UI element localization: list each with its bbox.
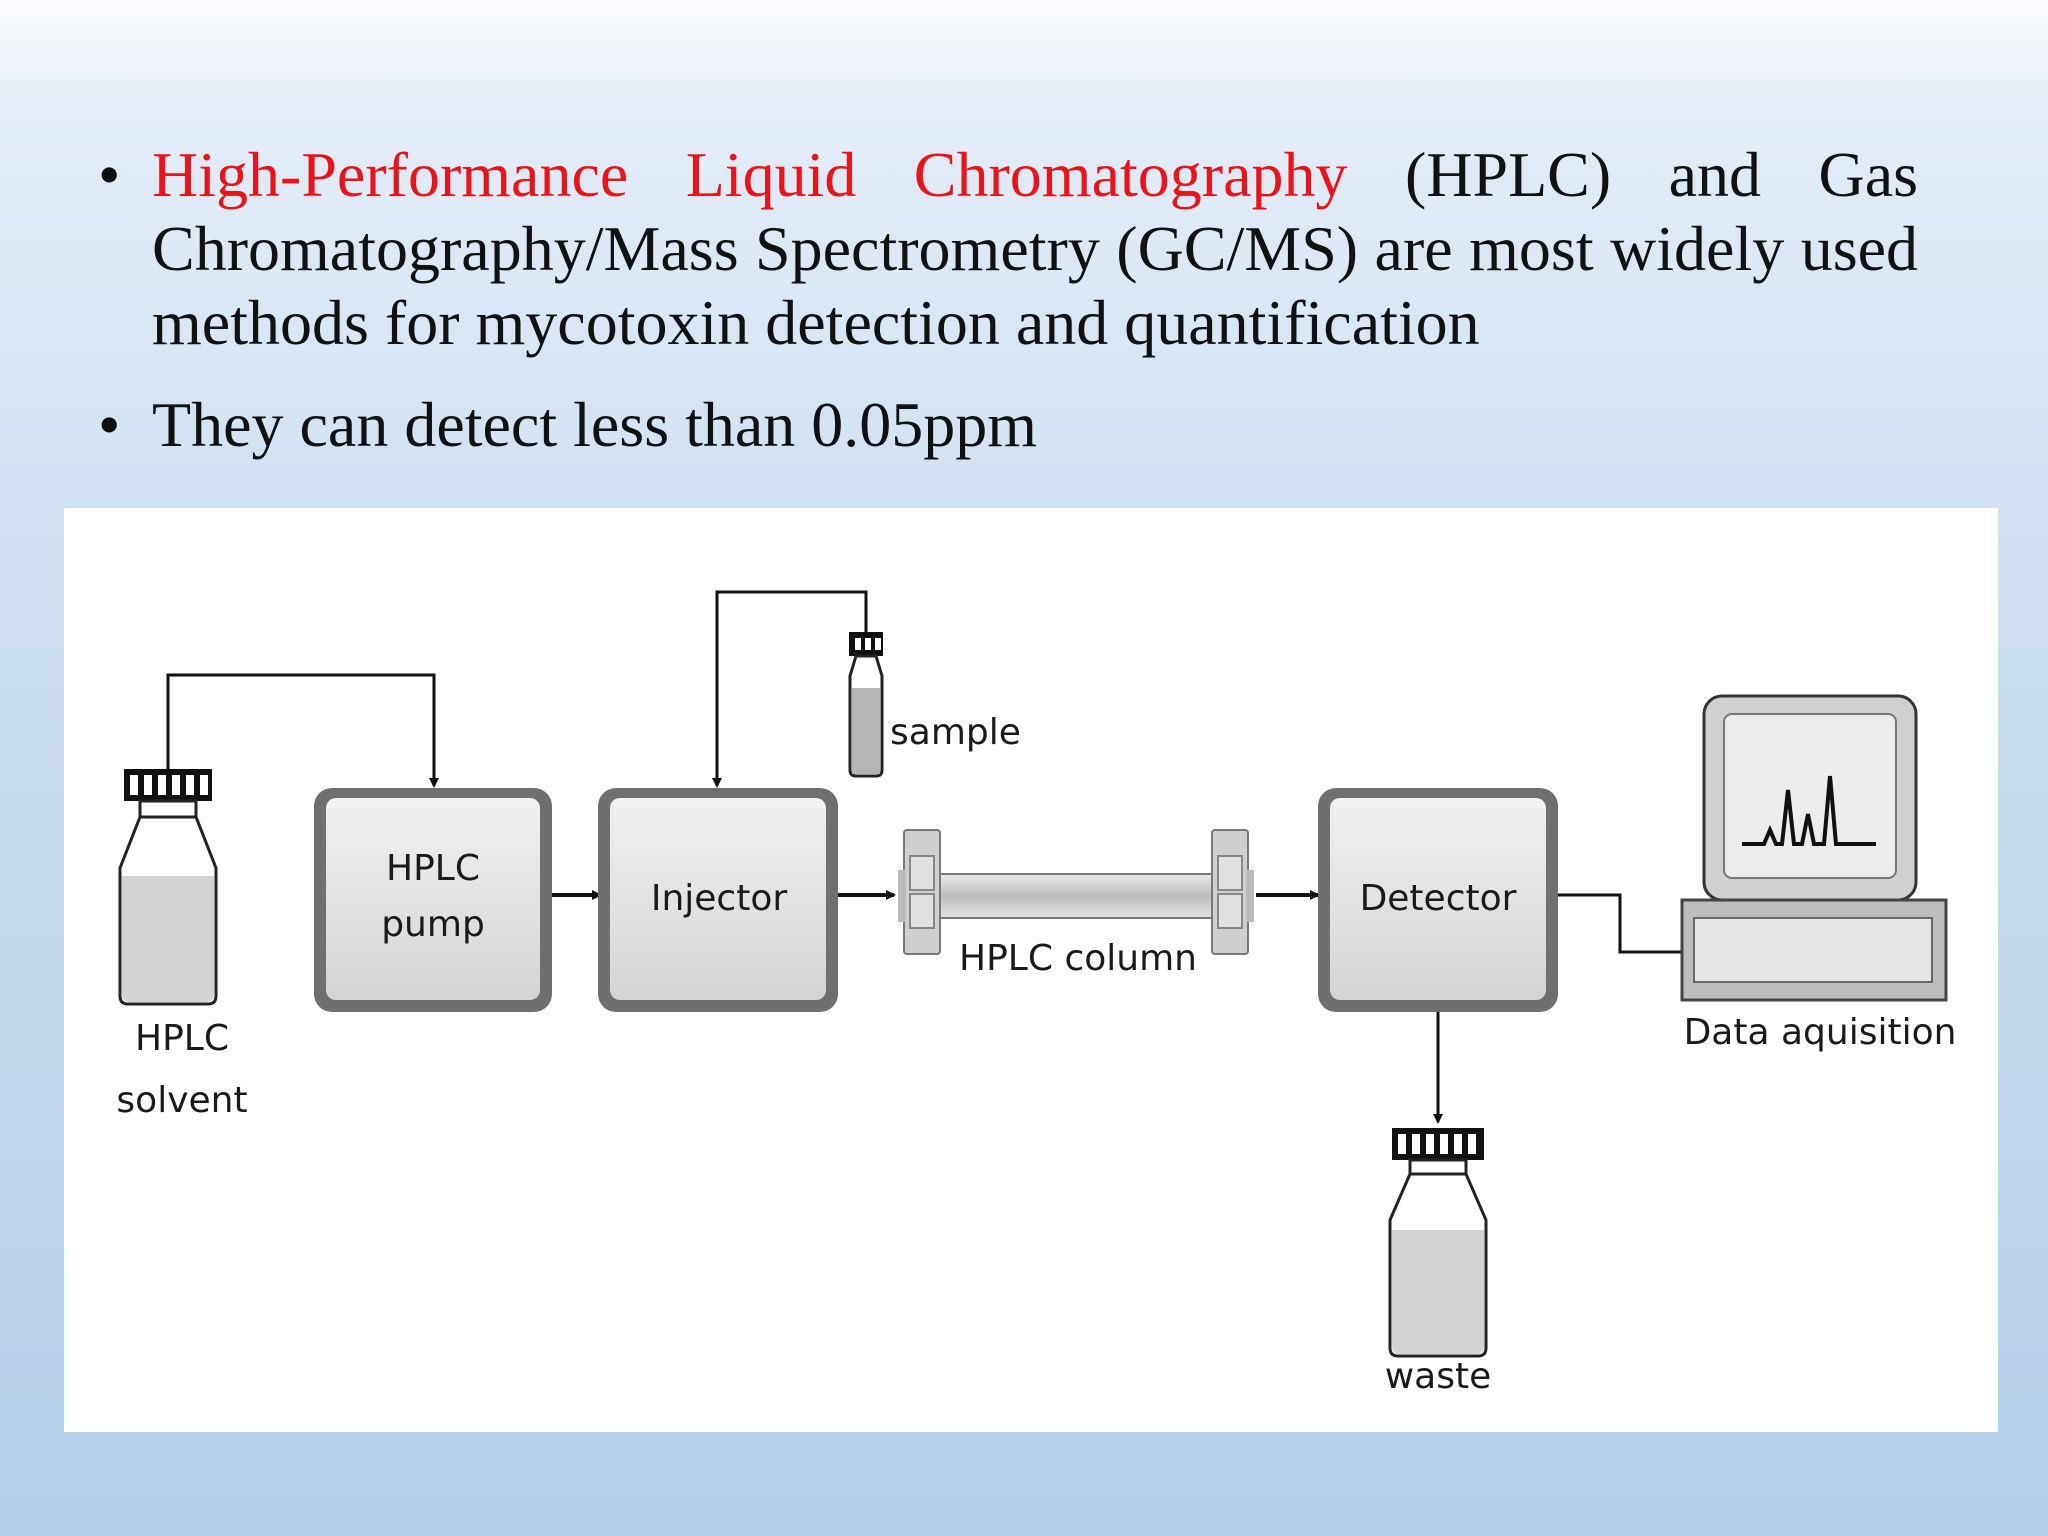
sample-label: sample bbox=[890, 712, 1021, 753]
column-label: HPLC column bbox=[959, 938, 1197, 979]
computer-icon bbox=[1680, 694, 1948, 1002]
pump-box bbox=[314, 788, 552, 1012]
hplc-diagram: HPLC solvent HPLC pump Injector sample H… bbox=[64, 508, 1998, 1432]
waste-label: waste bbox=[1385, 1356, 1492, 1397]
sample-tube bbox=[712, 590, 868, 788]
pump-label-line2: pump bbox=[381, 904, 485, 945]
bullet-list: •High-Performance Liquid Chromatography … bbox=[98, 138, 1918, 462]
data-cable bbox=[1558, 893, 1684, 954]
solvent-label-line1: HPLC bbox=[135, 1018, 229, 1059]
bullet-text: They can detect less than 0.05ppm bbox=[152, 389, 1038, 460]
solvent-bottle-icon bbox=[118, 769, 218, 1006]
detector-label: Detector bbox=[1360, 878, 1517, 919]
solvent-label-line2: solvent bbox=[116, 1080, 247, 1121]
waste-bottle-icon bbox=[1388, 1128, 1488, 1358]
solvent-tube bbox=[166, 673, 439, 790]
bullet-text: (HPLC) and Gas Chromatography/Mass Spect… bbox=[152, 139, 1919, 358]
pump-label-line1: HPLC bbox=[386, 848, 480, 889]
sample-vial-icon bbox=[848, 632, 884, 778]
data-acquisition-label: Data aquisition bbox=[1684, 1012, 1957, 1053]
highlight-text: High-Performance Liquid Chromatography bbox=[152, 139, 1348, 210]
bullet-item-hplc-gcms: •High-Performance Liquid Chromatography … bbox=[98, 138, 1918, 360]
bullet-item-detection-limit: • They can detect less than 0.05ppm bbox=[98, 388, 1918, 462]
injector-box bbox=[598, 788, 838, 1012]
hplc-column-icon bbox=[898, 829, 1254, 955]
injector-label: Injector bbox=[651, 878, 788, 919]
bullet-icon: • bbox=[98, 389, 121, 460]
chromatogram-icon bbox=[1742, 775, 1876, 846]
bullet-icon: • bbox=[98, 139, 121, 210]
detector-box bbox=[1318, 788, 1558, 1012]
